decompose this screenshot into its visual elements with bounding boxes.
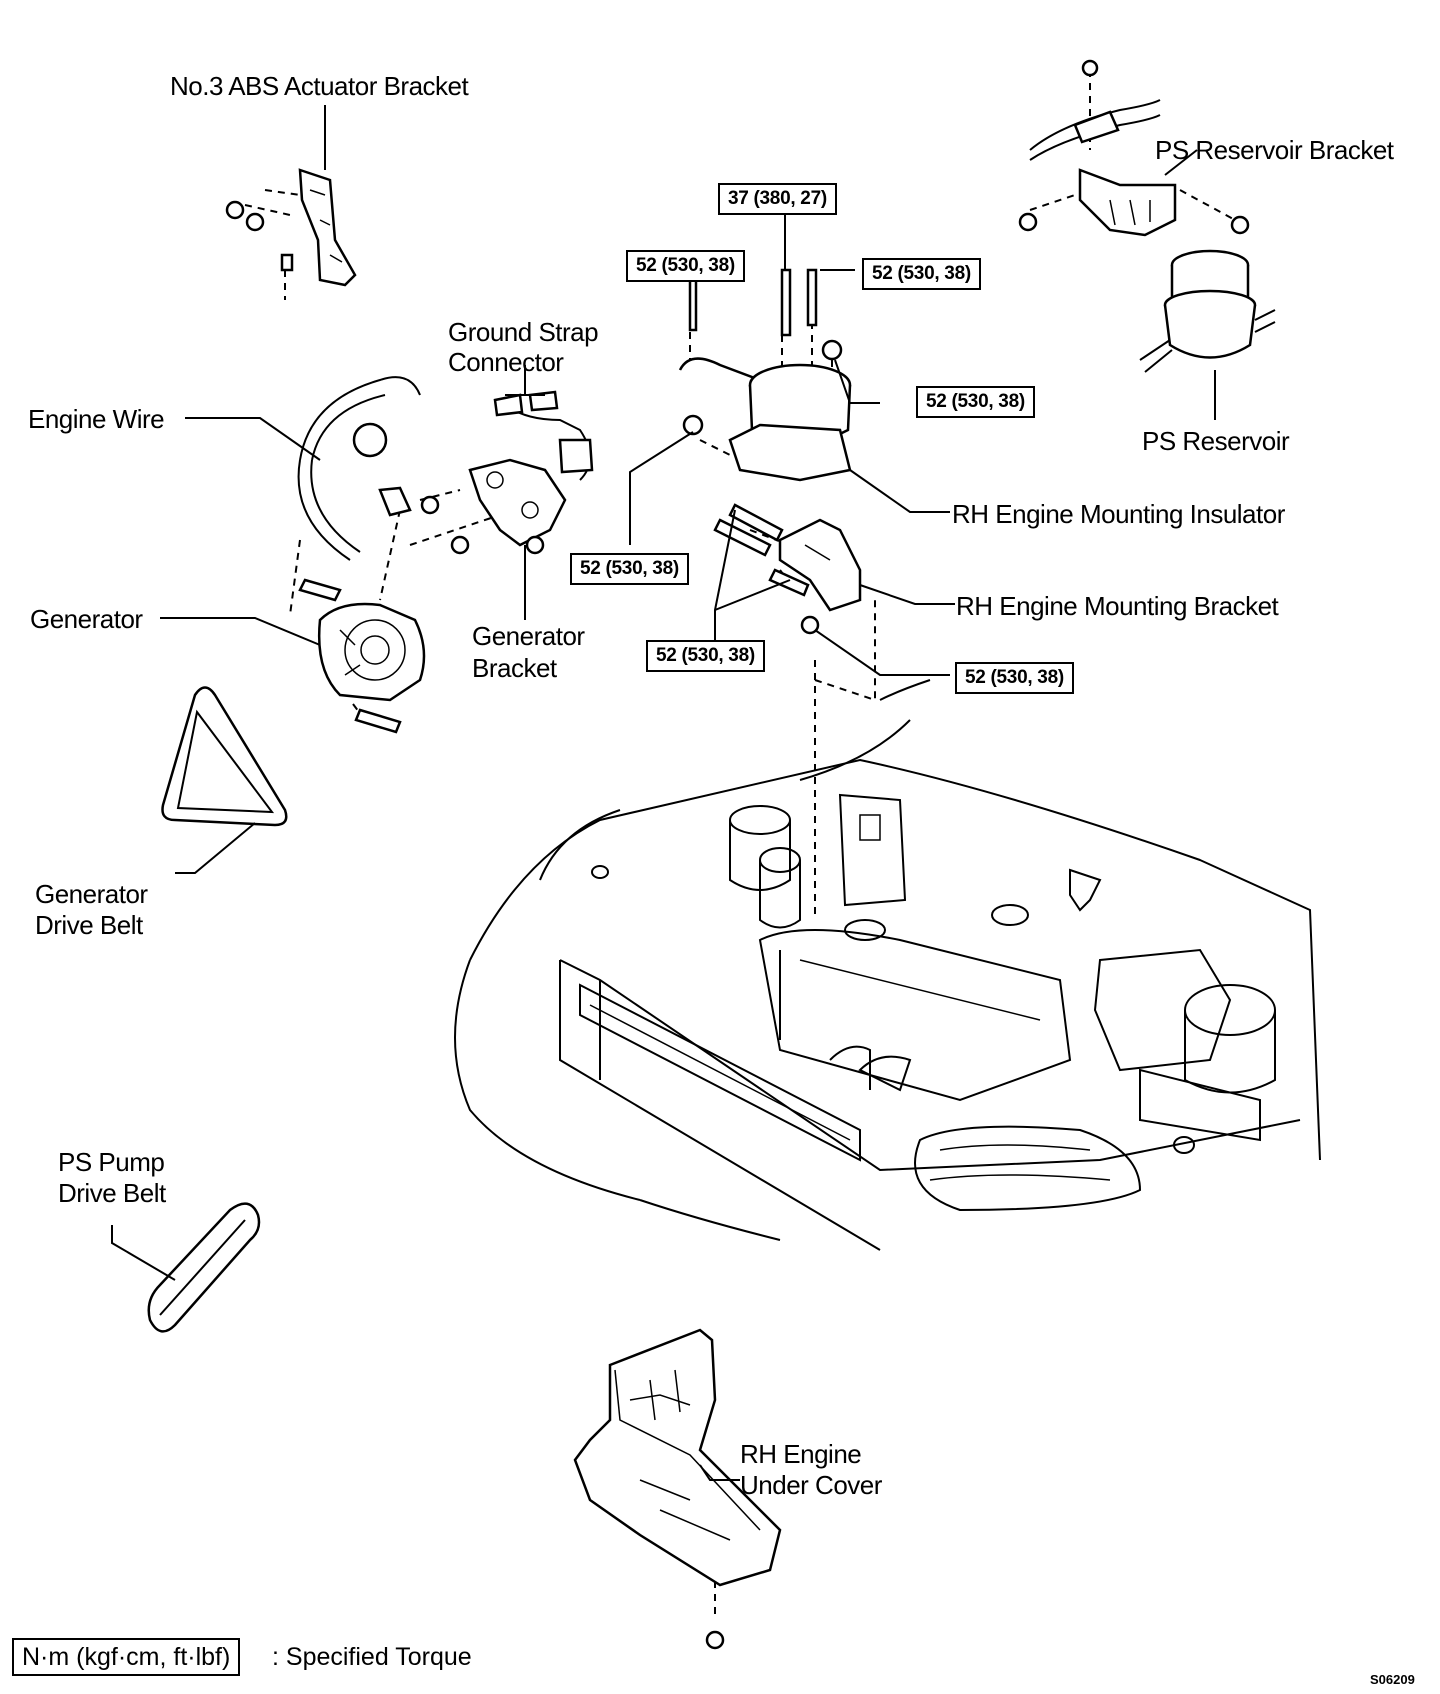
vehicle-body	[454, 679, 1321, 1251]
label-generator-drive-belt-1: Generator	[35, 879, 148, 909]
generator-drive-belt	[161, 686, 288, 827]
label-generator-drive-belt-2: Drive Belt	[35, 910, 143, 940]
legend-specified-torque: : Specified Torque	[272, 1643, 472, 1671]
label-ground-strap-connector-1: Ground Strap	[448, 317, 599, 347]
label-generator-bracket-1: Generator	[472, 621, 585, 651]
figure-code: S06209	[1370, 1672, 1415, 1687]
generator	[298, 578, 426, 734]
ps-reservoir-bracket	[1018, 59, 1250, 237]
label-ps-pump-drive-belt-2: Drive Belt	[58, 1178, 166, 1208]
label-rh-engine-under-cover-2: Under Cover	[740, 1470, 882, 1500]
label-abs-actuator-bracket: No.3 ABS Actuator Bracket	[170, 71, 469, 101]
rh-engine-mounting-insulator	[678, 268, 852, 482]
label-ps-reservoir-bracket: PS Reservoir Bracket	[1155, 135, 1394, 165]
label-rh-engine-under-cover-1: RH Engine	[740, 1439, 862, 1469]
legend-torque-units: N·m (kgf·cm, ft·lbf)	[12, 1638, 241, 1676]
engine-wire	[297, 376, 421, 561]
label-rh-engine-mounting-insulator: RH Engine Mounting Insulator	[952, 499, 1285, 529]
assembly-lines	[244, 70, 1236, 1620]
torque-box: 52 (530, 38)	[916, 386, 1035, 418]
generator-bracket	[420, 390, 594, 555]
label-generator: Generator	[30, 604, 143, 634]
label-rh-engine-mounting-bracket: RH Engine Mounting Bracket	[956, 591, 1279, 621]
torque-box: 52 (530, 38)	[955, 662, 1074, 694]
label-engine-wire: Engine Wire	[28, 404, 165, 434]
label-ground-strap-connector-2: Connector	[448, 347, 564, 377]
rh-engine-mounting-bracket	[713, 503, 862, 635]
abs-actuator-bracket	[225, 168, 357, 287]
torque-box: 52 (530, 38)	[626, 250, 745, 282]
torque-box: 52 (530, 38)	[570, 553, 689, 585]
label-ps-reservoir: PS Reservoir	[1142, 426, 1290, 456]
rh-engine-under-cover	[573, 1328, 782, 1650]
label-ps-pump-drive-belt-1: PS Pump	[58, 1147, 165, 1177]
torque-box: 52 (530, 38)	[646, 640, 765, 672]
torque-box: 37 (380, 27)	[718, 183, 837, 215]
ps-pump-drive-belt	[147, 1202, 261, 1333]
label-generator-bracket-2: Bracket	[472, 653, 557, 683]
torque-box: 52 (530, 38)	[862, 258, 981, 290]
leader-lines	[111, 105, 1216, 1481]
ps-reservoir	[1139, 249, 1276, 373]
